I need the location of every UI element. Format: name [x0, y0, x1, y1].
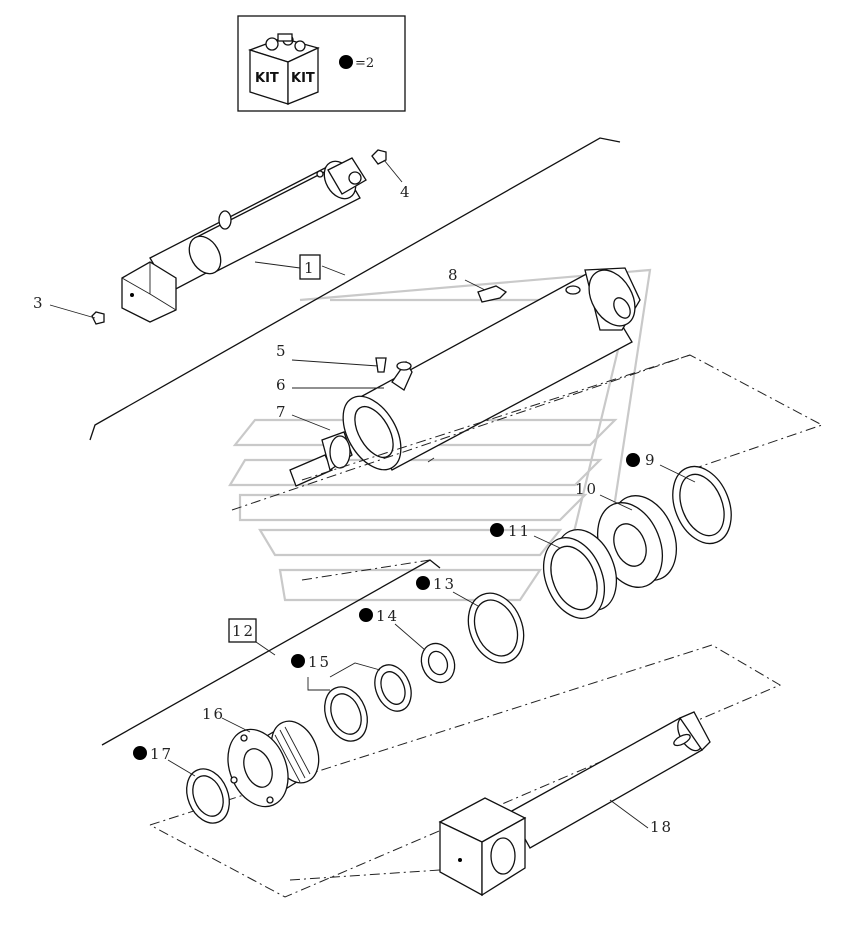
seal-13: [467, 592, 525, 664]
callout-14: 14: [376, 607, 399, 625]
callout-4-leader: [383, 159, 403, 183]
callout-11-leader: [533, 535, 561, 549]
gland-16: [227, 720, 320, 808]
callout-18: 18: [650, 818, 673, 836]
callout-13-leader: [452, 591, 479, 607]
axis-line-lower: [149, 644, 782, 898]
fitting-7: [289, 431, 353, 487]
callout-10-leader: [599, 494, 633, 511]
callout-6: 6: [276, 376, 288, 394]
callout-4: 4: [400, 183, 412, 201]
callout-14-leader: [394, 623, 426, 651]
assembled-cylinder: [91, 149, 387, 325]
callout-8-leader: [464, 279, 486, 291]
callout-1-box: [299, 254, 321, 280]
kit-marker-dot: [339, 55, 353, 69]
ring-17: [186, 768, 230, 824]
callout-12-box: [228, 618, 257, 643]
callout-16-leader: [221, 717, 251, 733]
group-1-bracket: [89, 137, 621, 441]
group-12-bracket: [101, 559, 441, 746]
axis-line-upper: [231, 354, 824, 511]
ring-9: [672, 465, 732, 545]
callout-9: 9: [645, 451, 657, 469]
callout-5-leader: [291, 359, 379, 367]
callout-11: 11: [508, 522, 531, 540]
callout-12: 12: [232, 622, 255, 640]
callout-15: 15: [308, 653, 331, 671]
callout-8: 8: [448, 266, 460, 284]
callout-17-leader: [167, 759, 196, 777]
callout-17: 17: [150, 745, 173, 763]
callout-5: 5: [276, 342, 288, 360]
callout-1: 1: [304, 259, 316, 277]
cylinder-barrel: [342, 267, 641, 471]
callout-18-leader: [609, 799, 649, 829]
callout-7: 7: [276, 403, 288, 421]
callout-9-leader: [659, 464, 696, 483]
seal-11: [542, 529, 618, 619]
piston-rod-18: [438, 711, 711, 897]
kit-label-left: KIT: [255, 71, 279, 86]
screw-5: [375, 357, 387, 373]
seal-15a: [374, 664, 412, 712]
callout-13: 13: [433, 575, 456, 593]
callout-3: 3: [33, 294, 45, 312]
callout-7-leader: [291, 414, 331, 431]
callout-3-leader: [49, 304, 96, 319]
split-ring-14: [420, 642, 456, 684]
seal-15b: [324, 686, 368, 742]
kit-box-icon: [248, 33, 320, 105]
callout-1-leader: [254, 261, 301, 269]
kit-label-right: KIT: [291, 71, 315, 86]
callout-10: 10: [575, 480, 598, 498]
callout-15-leader: [307, 662, 381, 691]
callout-16: 16: [202, 705, 225, 723]
kit-legend-text: =2: [355, 56, 374, 71]
kit-legend-box: KIT KIT =2: [237, 15, 406, 112]
